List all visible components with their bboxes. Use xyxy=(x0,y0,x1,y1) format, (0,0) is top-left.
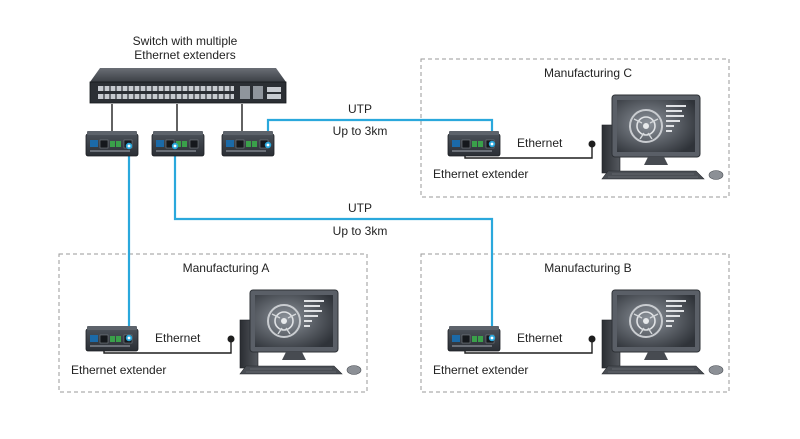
extender-switch-2 xyxy=(151,130,205,157)
link-b-medium: UTP xyxy=(348,201,372,215)
link-c-medium: UTP xyxy=(348,102,372,116)
zone-b-title: Manufacturing B xyxy=(544,261,631,275)
computer-zone-a xyxy=(239,289,362,376)
zone-a-ethernet-label: Ethernet xyxy=(155,331,201,345)
computer-zone-b xyxy=(601,289,724,376)
zone-b-ethernet-label: Ethernet xyxy=(517,331,563,345)
link-c-distance: Up to 3km xyxy=(333,124,388,138)
computer-zone-c xyxy=(601,94,724,181)
zone-c-extender-label: Ethernet extender xyxy=(433,167,528,181)
zone-b-extender-label: Ethernet extender xyxy=(433,363,528,377)
switch-label-line1: Switch with multiple xyxy=(133,34,238,48)
link-b-distance: Up to 3km xyxy=(333,224,388,238)
zone-c-title: Manufacturing C xyxy=(544,66,632,80)
utp-cable-to-b xyxy=(173,146,494,338)
zone-b-box xyxy=(420,253,730,393)
zone-a-extender-label: Ethernet extender xyxy=(71,363,166,377)
zone-a-title: Manufacturing A xyxy=(183,261,270,275)
switch-label-line2: Ethernet extenders xyxy=(134,48,235,62)
zone-c-box xyxy=(420,58,730,198)
zone-a-box xyxy=(58,253,368,393)
zone-c-ethernet-label: Ethernet xyxy=(517,136,563,150)
network-switch xyxy=(89,68,287,104)
